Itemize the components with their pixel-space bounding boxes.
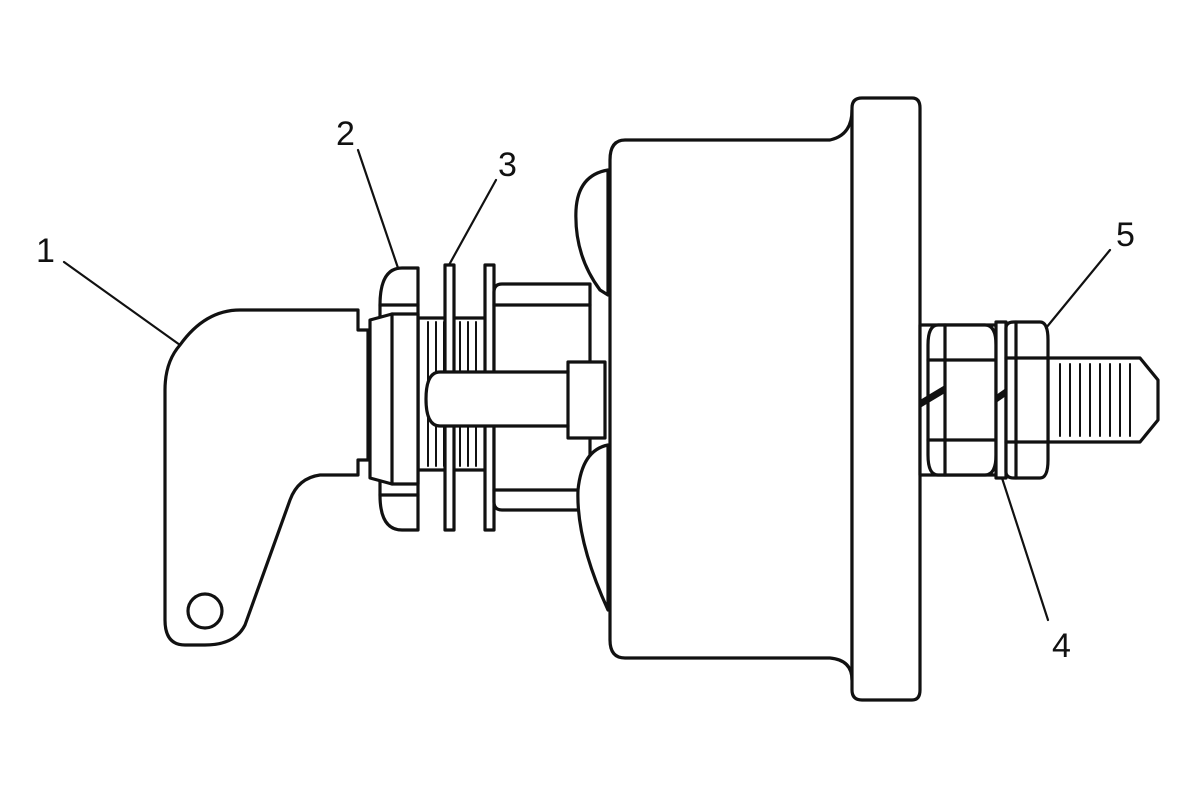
mounting-nut	[368, 266, 420, 532]
callout-labels: 1 2 3 4 5	[36, 115, 1135, 665]
callout-2: 2	[336, 115, 355, 153]
leader-lines	[62, 148, 1112, 622]
outer-terminal-nut	[1004, 320, 1050, 480]
key-ring-hole	[186, 592, 224, 630]
callout-1: 1	[36, 232, 55, 270]
switch-housing	[574, 96, 922, 702]
shaft	[424, 360, 607, 440]
leader-3	[447, 178, 498, 267]
callout-4: 4	[1052, 627, 1071, 665]
callout-5: 5	[1116, 216, 1135, 254]
leader-5	[1044, 248, 1112, 330]
inner-terminal-nut	[918, 323, 1002, 477]
leader-4	[1000, 476, 1050, 622]
key-handle	[163, 308, 370, 647]
terminal-stud	[1046, 356, 1160, 444]
leader-1	[62, 260, 182, 347]
leader-2	[356, 148, 400, 270]
callout-3: 3	[498, 146, 517, 184]
